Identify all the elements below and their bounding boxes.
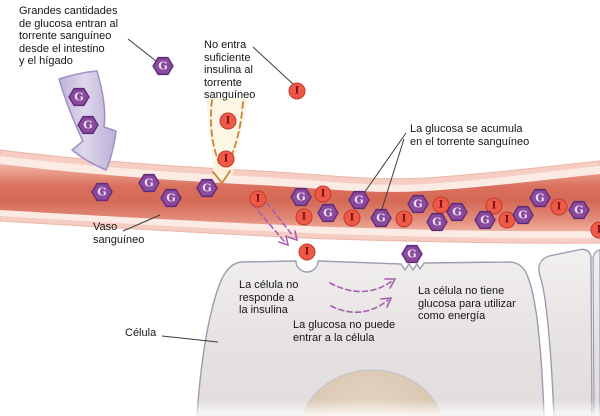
label-cell-no-response: La célula no responde a la insulina bbox=[239, 279, 299, 316]
pointer-accumulates-2 bbox=[380, 138, 405, 213]
arrowhead bbox=[384, 278, 397, 289]
pointer-glucose-influx bbox=[127, 38, 157, 62]
pointer-cell bbox=[161, 335, 219, 343]
pointer-insufficient-insulin bbox=[252, 46, 294, 85]
arrowhead bbox=[380, 297, 393, 308]
insulin-to-receptor-arrows bbox=[252, 202, 299, 247]
edge-cell-sliver bbox=[592, 249, 600, 416]
bottom-fade bbox=[0, 400, 600, 416]
insulin-funnel-arrow bbox=[206, 98, 248, 185]
main-cell bbox=[196, 260, 545, 416]
label-insufficient-insulin: No entra suficiente insulina al torrente… bbox=[204, 39, 256, 101]
label-blood-vessel: Vaso sanguíneo bbox=[93, 221, 145, 246]
failed-signal-arcs bbox=[329, 278, 397, 314]
blood-vessel bbox=[0, 149, 600, 244]
pointer-lines bbox=[122, 38, 407, 343]
funnel-arrowhead bbox=[212, 170, 231, 185]
neighbor-cell bbox=[538, 248, 593, 416]
label-glucose-cannot-enter: La glucosa no puede entrar a la célula bbox=[293, 319, 396, 344]
arrowhead bbox=[287, 230, 299, 242]
pointer-accumulates-1 bbox=[361, 132, 407, 197]
label-glucose-influx: Grandes cantidades de glucosa entran al … bbox=[19, 5, 119, 67]
cells bbox=[196, 248, 600, 416]
funnel-glow bbox=[206, 98, 248, 178]
label-cell-no-energy: La célula no tiene glucosa para utilizar… bbox=[418, 285, 516, 322]
label-cell: Célula bbox=[125, 327, 157, 339]
glucose-influx-arrow bbox=[58, 70, 117, 171]
pointer-blood-vessel bbox=[122, 214, 161, 232]
arrowhead bbox=[278, 235, 290, 247]
label-glucose-accumulates: La glucosa se acumula en el torrente san… bbox=[410, 123, 530, 148]
